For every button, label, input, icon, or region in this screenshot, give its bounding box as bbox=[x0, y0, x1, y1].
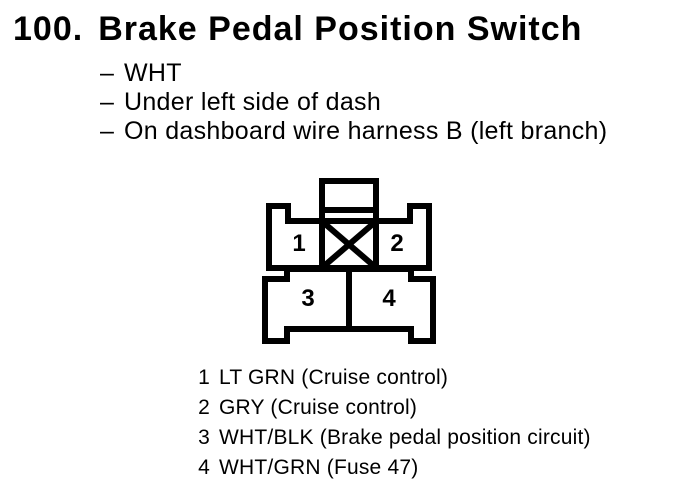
note-text: WHT bbox=[124, 59, 182, 87]
legend-wire-label: WHT/GRN (Fuse 47) bbox=[219, 456, 419, 479]
note-dash: – bbox=[100, 88, 115, 116]
legend-pin-number: 1 bbox=[198, 366, 210, 389]
legend-row: 2 GRY (Cruise control) bbox=[197, 393, 591, 423]
note-line-color: – WHT bbox=[100, 59, 607, 88]
pin-legend: 1 LT GRN (Cruise control) 2 GRY (Cruise … bbox=[197, 363, 591, 483]
legend-wire-label: GRY (Cruise control) bbox=[219, 396, 418, 419]
legend-pin-number: 4 bbox=[198, 456, 210, 479]
legend-row: 4 WHT/GRN (Fuse 47) bbox=[197, 453, 591, 483]
legend-pin-number: 3 bbox=[198, 426, 210, 449]
legend-wire-label: LT GRN (Cruise control) bbox=[219, 366, 449, 389]
note-dash: – bbox=[100, 59, 115, 87]
page-title: 100. Brake Pedal Position Switch bbox=[13, 12, 582, 46]
legend-wire-label: WHT/BLK (Brake pedal position circuit) bbox=[219, 426, 591, 449]
legend-row: 3 WHT/BLK (Brake pedal position circuit) bbox=[197, 423, 591, 453]
title-number: 100. bbox=[13, 10, 84, 48]
pin-number-3: 3 bbox=[301, 285, 314, 312]
notes-list: – WHT – Under left side of dash – On das… bbox=[100, 59, 607, 146]
note-dash: – bbox=[100, 117, 115, 145]
note-text: Under left side of dash bbox=[124, 88, 382, 116]
pin-number-4: 4 bbox=[382, 285, 396, 312]
note-text: On dashboard wire harness B (left branch… bbox=[124, 117, 608, 145]
legend-pin-number: 2 bbox=[198, 396, 210, 419]
pin-number-2: 2 bbox=[390, 230, 403, 257]
pin-number-1: 1 bbox=[292, 230, 305, 257]
blocked-cavity-x-diagonal-2 bbox=[322, 220, 376, 269]
legend-row: 1 LT GRN (Cruise control) bbox=[197, 363, 591, 393]
note-line-harness: – On dashboard wire harness B (left bran… bbox=[100, 117, 607, 146]
title-text: Brake Pedal Position Switch bbox=[98, 10, 583, 48]
note-line-location: – Under left side of dash bbox=[100, 88, 607, 117]
